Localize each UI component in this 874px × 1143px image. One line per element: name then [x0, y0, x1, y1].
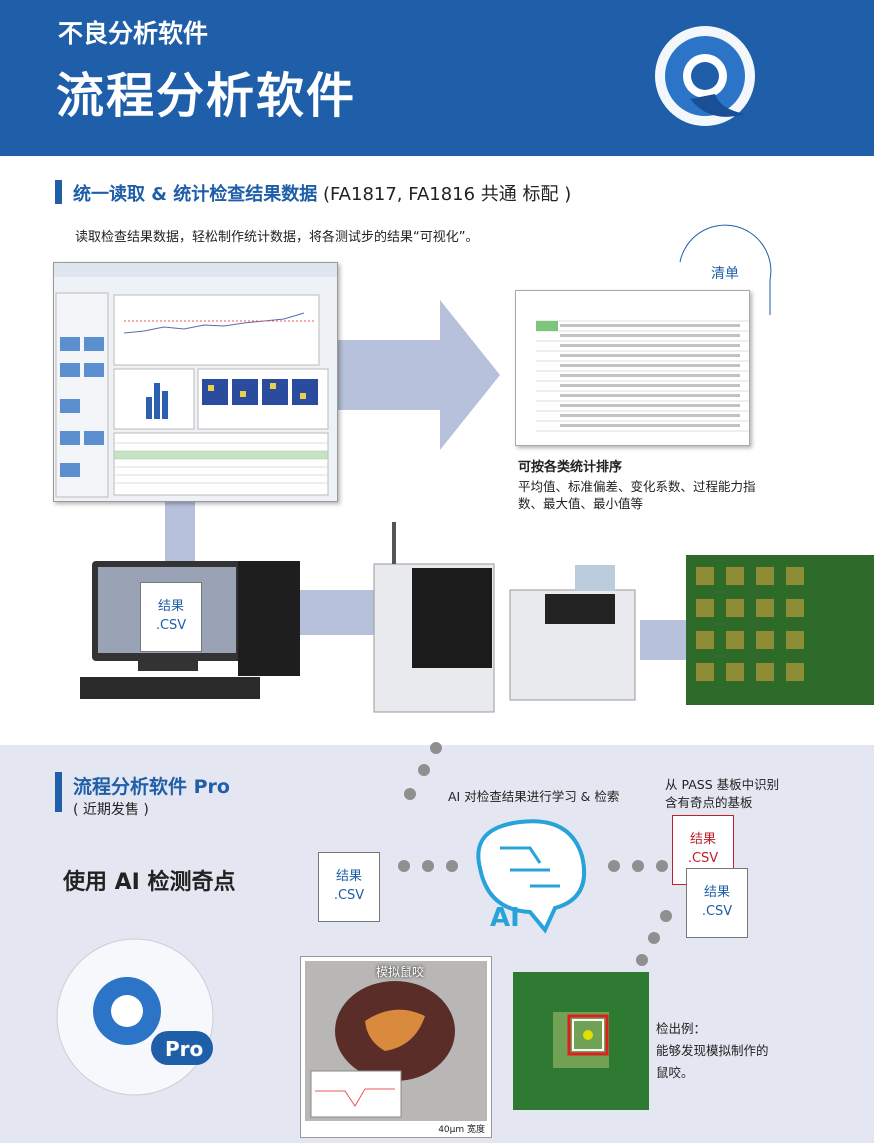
microscope-image: 模拟鼠咬 40μm 宽度 [300, 956, 492, 1138]
ai-learn-text: AI 对检查结果进行学习 & 检索 [448, 789, 620, 804]
header-banner: 不良分析软件 流程分析软件 [0, 0, 874, 156]
section-marker [55, 772, 62, 812]
csv-file-icon: 结果.CSV [140, 582, 202, 652]
section1-title: 统一读取 & 统计检查结果数据 (FA1817, FA1816 共通 标配 ) [73, 184, 572, 205]
path-dot [404, 788, 416, 800]
statistics-list-table [515, 290, 750, 446]
path-dot [608, 860, 620, 872]
header-title: 流程分析软件 [56, 68, 357, 124]
software-screenshot [53, 262, 338, 502]
ai-detect-heading: 使用 AI 检测奇点 [63, 870, 236, 895]
path-dot [632, 860, 644, 872]
list-label: 清单 [711, 266, 739, 282]
sort-title: 可按各类统计排序 [518, 460, 623, 475]
section1-description: 读取检查结果数据，轻松制作统计数据，将各测试步的结果“可视化”。 [75, 230, 479, 245]
path-dot [636, 954, 648, 966]
path-dot [648, 932, 660, 944]
header-subtitle: 不良分析软件 [58, 19, 209, 48]
section-marker [55, 180, 62, 204]
path-dot [418, 764, 430, 776]
csv-file-icon: 结果.CSV [318, 852, 380, 922]
path-dot [422, 860, 434, 872]
circuit-board [686, 555, 874, 705]
detected-board [513, 972, 649, 1110]
pass-text: 从 PASS 基板中识别含有奇点的基板 [665, 777, 780, 810]
pro-logo-icon: Pro [56, 938, 214, 1096]
detect-text: 检出例：能够发现模拟制作的鼠咬。 [656, 1021, 769, 1080]
micro-label: 模拟鼠咬 [376, 965, 425, 979]
pro-label: Pro [165, 1037, 203, 1061]
csv-file-icon: 结果.CSV [686, 868, 748, 938]
section2-title: 流程分析软件 Pro [73, 776, 230, 798]
sort-description: 平均值、标准偏差、变化系数、过程能力指数、最大值、最小值等 [518, 479, 756, 511]
ai-label: AI [490, 903, 520, 933]
path-dot [446, 860, 458, 872]
fa1817-machine [373, 522, 495, 713]
path-dot [398, 860, 410, 872]
path-dot [430, 742, 442, 754]
micro-scale: 40μm 宽度 [438, 1125, 485, 1135]
fa1816-machine [509, 565, 636, 701]
product-logo-icon [655, 26, 755, 126]
section2-subtitle: ( 近期发售 ) [73, 802, 149, 818]
ai-brain-icon: AI [476, 819, 587, 934]
path-dot [656, 860, 668, 872]
path-dot [660, 910, 672, 922]
